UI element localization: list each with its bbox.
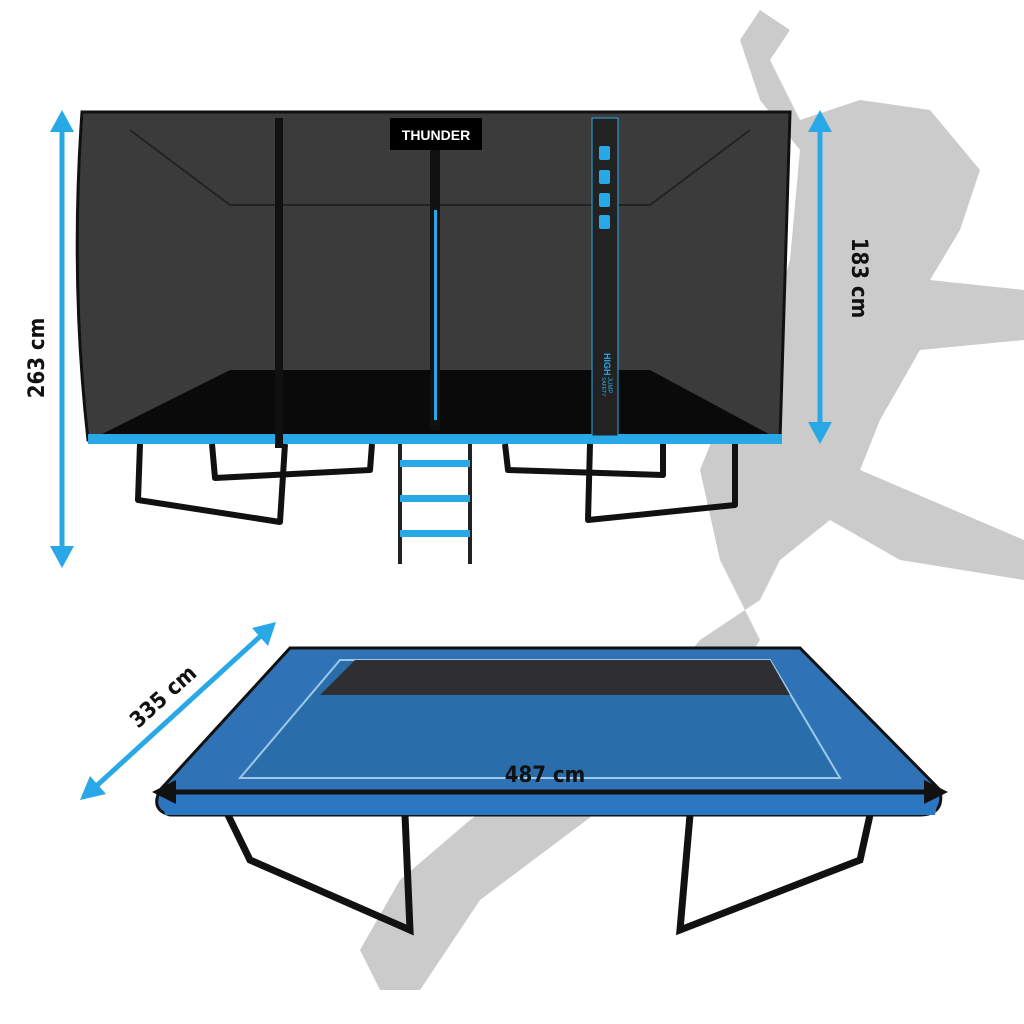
net-height-label: 183 cm xyxy=(846,238,871,319)
ladder xyxy=(398,444,472,564)
high-jump-safety-label: HIGH JUMP SAFETY xyxy=(600,353,612,397)
trampoline-frame xyxy=(155,646,943,936)
jumper-silhouette xyxy=(360,10,1024,990)
brand-logo-plate xyxy=(390,118,482,150)
svg-text:HIGH: HIGH xyxy=(602,353,612,376)
brand-logo: THUNDER xyxy=(402,127,470,143)
safety-icons xyxy=(599,146,610,229)
lock-icon xyxy=(599,146,610,160)
svg-text:JUMP: JUMP xyxy=(606,377,612,393)
shield-icon xyxy=(599,193,610,207)
length-arrow xyxy=(152,780,948,804)
trampoline-enclosure: THUNDER HIGH JUMP SAFETY xyxy=(75,110,792,564)
length-label: 487 cm xyxy=(505,763,586,788)
person-icon xyxy=(599,170,610,184)
jumper-icon xyxy=(599,215,610,229)
width-arrow xyxy=(90,630,267,792)
dimension-arrows xyxy=(50,110,832,800)
svg-text:SAFETY: SAFETY xyxy=(600,377,606,397)
total-height-label: 263 cm xyxy=(25,318,50,399)
